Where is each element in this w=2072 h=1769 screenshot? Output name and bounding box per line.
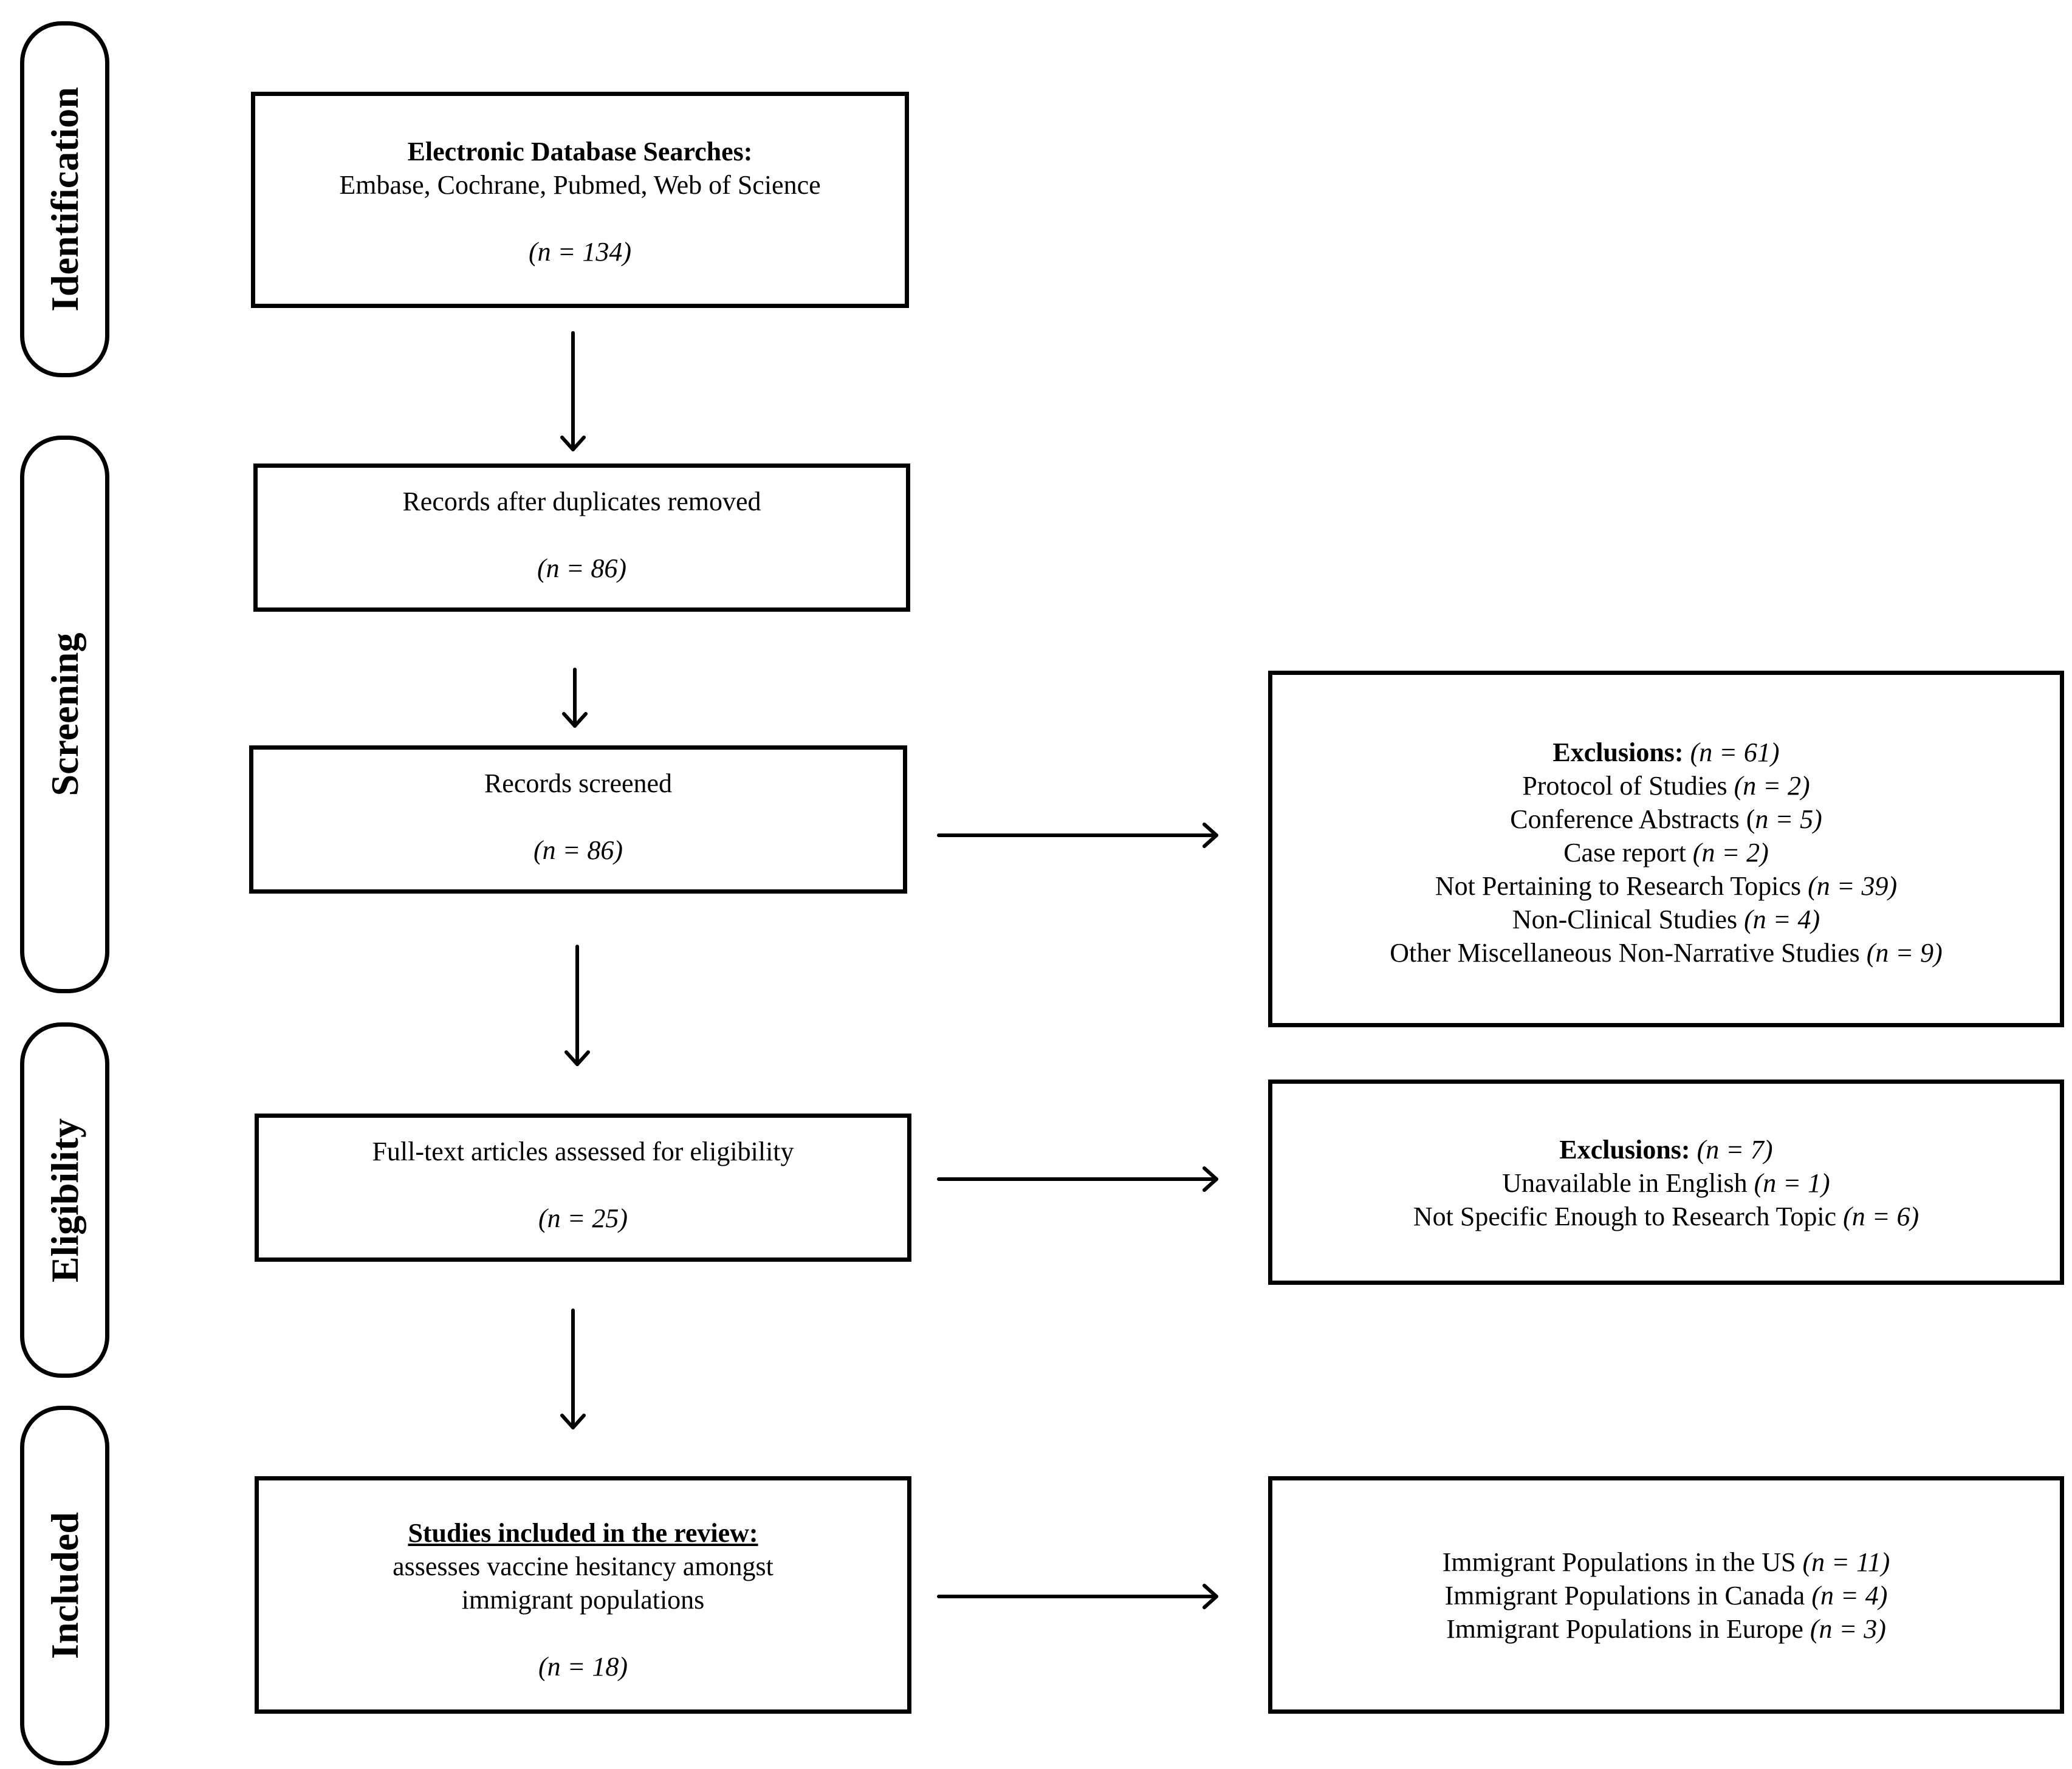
phase-identification: Identification — [20, 21, 109, 377]
records-screened-count: (n = 86) — [533, 835, 623, 865]
arrow-right-screening — [937, 823, 1218, 848]
exclusion-item: Not Pertaining to Research Topics (n = 3… — [1435, 871, 1898, 901]
full-text-title: Full-text articles assessed for eligibil… — [372, 1137, 794, 1166]
duplicates-removed-title: Records after duplicates removed — [402, 487, 761, 516]
screening-exclusions-box: Exclusions: (n = 61) Protocol of Studies… — [1268, 671, 2064, 1027]
arrow-right-eligibility — [937, 1166, 1218, 1192]
exclusion-item: Not Specific Enough to Research Topic (n… — [1413, 1202, 1919, 1231]
included-line-2: immigrant populations — [461, 1585, 705, 1615]
eligibility-exclusions-title: Exclusions: — [1559, 1135, 1690, 1165]
arrow-down-2 — [562, 668, 588, 728]
phase-included: Included — [20, 1406, 109, 1765]
exclusion-item: Other Miscellaneous Non-Narrative Studie… — [1390, 938, 1943, 968]
included-count: (n = 18) — [538, 1652, 628, 1682]
included-item: Immigrant Populations in Europe (n = 3) — [1446, 1614, 1886, 1644]
included-item: Immigrant Populations in Canada (n = 4) — [1444, 1581, 1888, 1610]
phase-screening: Screening — [20, 436, 109, 993]
included-box: Studies included in the review: assesses… — [255, 1476, 911, 1714]
database-searches-count: (n = 134) — [529, 237, 631, 267]
exclusion-item: Non-Clinical Studies (n = 4) — [1512, 905, 1820, 934]
eligibility-exclusions-box: Exclusions: (n = 7) Unavailable in Engli… — [1268, 1080, 2064, 1285]
duplicates-removed-count: (n = 86) — [537, 553, 626, 583]
database-searches-title: Electronic Database Searches: — [407, 137, 753, 166]
included-item: Immigrant Populations in the US (n = 11) — [1442, 1547, 1890, 1577]
screening-exclusions-header: Exclusions: (n = 61) — [1272, 736, 2060, 769]
full-text-count: (n = 25) — [538, 1203, 628, 1233]
database-searches-subtitle: Embase, Cochrane, Pubmed, Web of Science — [339, 170, 821, 200]
arrow-down-3 — [564, 945, 590, 1066]
included-line-1: assesses vaccine hesitancy amongst — [393, 1552, 774, 1581]
duplicates-removed-box: Records after duplicates removed (n = 86… — [253, 464, 910, 612]
exclusion-item: Case report (n = 2) — [1563, 838, 1769, 867]
included-title: Studies included in the review: — [408, 1518, 758, 1548]
records-screened-title: Records screened — [484, 768, 673, 798]
screening-exclusions-title: Exclusions: — [1552, 737, 1684, 767]
screening-exclusions-count: (n = 61) — [1690, 737, 1780, 767]
database-searches-box: Electronic Database Searches: Embase, Co… — [251, 92, 909, 308]
exclusion-item: Unavailable in English (n = 1) — [1502, 1168, 1830, 1198]
full-text-box: Full-text articles assessed for eligibil… — [255, 1114, 911, 1262]
arrow-down-4 — [560, 1309, 586, 1429]
eligibility-exclusions-count: (n = 7) — [1696, 1135, 1773, 1165]
records-screened-box: Records screened (n = 86) — [249, 745, 907, 894]
phase-eligibility: Eligibility — [20, 1022, 109, 1378]
exclusion-item: Conference Abstracts (n = 5) — [1510, 804, 1822, 834]
arrow-down-1 — [560, 331, 586, 451]
exclusion-item: Protocol of Studies (n = 2) — [1522, 771, 1810, 801]
arrow-right-included — [937, 1584, 1218, 1609]
eligibility-exclusions-header: Exclusions: (n = 7) — [1272, 1133, 2060, 1166]
included-breakdown-box: Immigrant Populations in the US (n = 11)… — [1268, 1476, 2064, 1714]
